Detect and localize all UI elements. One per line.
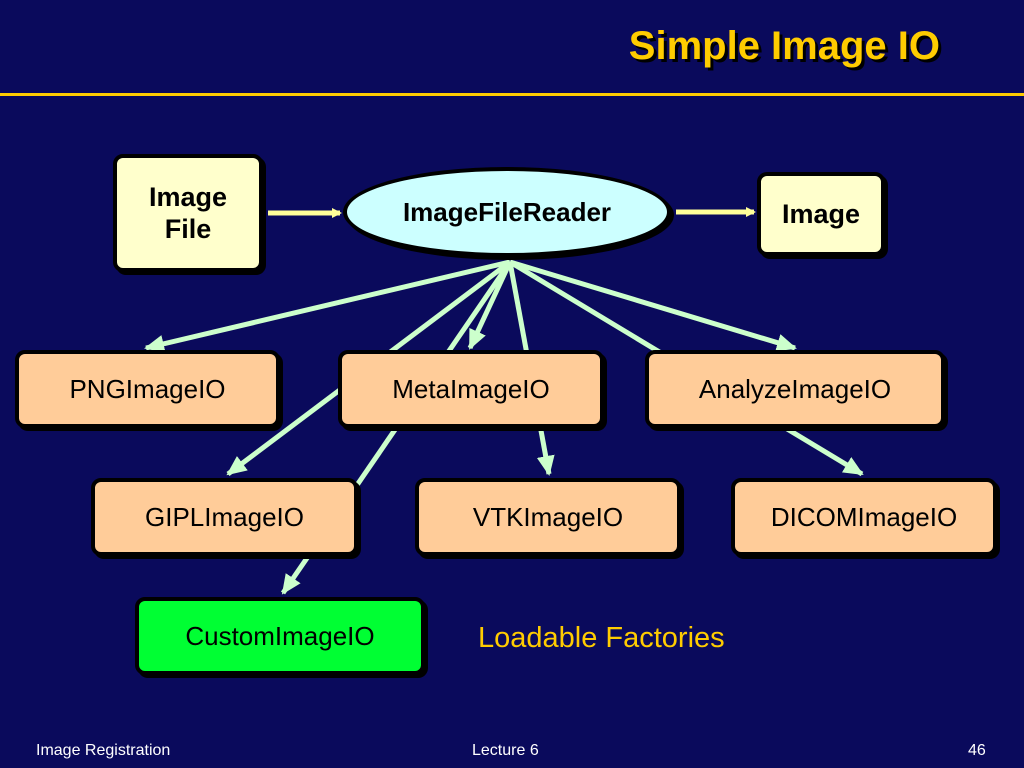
title-divider: [0, 93, 1024, 96]
loadable-factories-caption: Loadable Factories: [478, 622, 725, 654]
imagefilereader-label: ImageFileReader: [402, 196, 612, 227]
image-output-box: Image: [757, 172, 885, 256]
imagefilereader-node: ImageFileReader: [343, 167, 671, 257]
arrow-to-analyzeimageio: [509, 259, 797, 352]
vtkimageio-box: VTKImageIO: [415, 478, 681, 556]
customimageio-label: CustomImageIO: [185, 620, 375, 651]
footer-page-number: 46: [968, 742, 986, 759]
slide-title: Simple Image IO: [628, 24, 940, 68]
footer-course: Image Registration: [36, 742, 171, 759]
giplimageio-box: GIPLImageIO: [91, 478, 358, 556]
customimageio-box: CustomImageIO: [135, 597, 425, 675]
analyzeimageio-box: AnalyzeImageIO: [645, 350, 945, 428]
image-file-box: Image File: [113, 154, 263, 272]
image-file-line2: File: [164, 214, 212, 244]
image-file-line1: Image: [148, 182, 228, 212]
metaimageio-box: MetaImageIO: [338, 350, 604, 428]
dicomimageio-box: DICOMImageIO: [731, 478, 997, 556]
image-output-label: Image: [781, 199, 861, 229]
footer-lecture: Lecture 6: [472, 742, 539, 759]
dicomimageio-label: DICOMImageIO: [770, 501, 958, 532]
arrow-to-metaimageio: [467, 260, 513, 350]
pngimageio-label: PNGImageIO: [69, 373, 226, 404]
pngimageio-box: PNGImageIO: [15, 350, 280, 428]
analyzeimageio-label: AnalyzeImageIO: [698, 373, 892, 404]
arrow-to-pngimageio: [144, 259, 511, 353]
giplimageio-label: GIPLImageIO: [145, 501, 304, 532]
vtkimageio-label: VTKImageIO: [472, 501, 624, 532]
metaimageio-label: MetaImageIO: [392, 373, 550, 404]
